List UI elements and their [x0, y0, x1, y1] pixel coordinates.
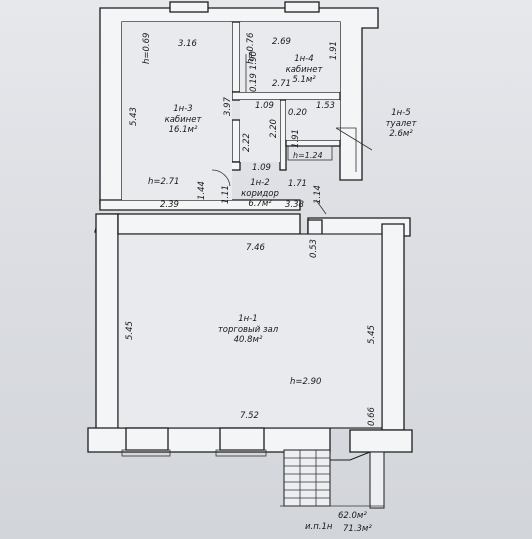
- partition-r3-r4: [231, 21, 241, 93]
- bottom-window-1: [125, 427, 169, 451]
- hall-left-wall: [95, 213, 119, 431]
- window-sill-2: [215, 449, 267, 457]
- dim-2-39: 2.39: [160, 200, 179, 210]
- bottom-window-2: [219, 427, 265, 451]
- hall-bottom-right-wall: [349, 429, 413, 453]
- total-area-1: 62.0м²: [338, 511, 367, 521]
- hall-right-wall: [381, 223, 405, 431]
- dim-2-20: 2.20: [269, 119, 279, 138]
- room-1n-2-area: 6.7м²: [248, 199, 272, 210]
- room4-floor: [240, 22, 340, 92]
- room-1n-3-area: 16.1м²: [168, 125, 198, 136]
- corridor-floor: [240, 100, 280, 162]
- dim-1-90: 1.90: [249, 51, 259, 70]
- room-1n-4-name: кабинет: [285, 64, 323, 75]
- dim-2-69: 2.69: [272, 37, 291, 47]
- height-h2: h=2.71: [148, 177, 180, 187]
- dim-7-52: 7.52: [240, 411, 259, 421]
- room-1n-1-label: 1н-1 торговый зал 40.8м²: [208, 314, 288, 346]
- dim-2-22: 2.22: [242, 133, 252, 152]
- dim-1-09b: 1.09: [252, 163, 271, 173]
- hall-floor: [117, 233, 383, 429]
- height-h1: h=2.90: [290, 377, 322, 387]
- partition-r5: [279, 99, 287, 171]
- top-window-1: [169, 1, 209, 13]
- room-1n-2-code: 1н-2: [250, 178, 270, 188]
- room-1n-1-area: 40.8м²: [233, 335, 263, 346]
- partition-corridor: [231, 119, 241, 163]
- room-1n-2-name: коридор: [241, 188, 279, 199]
- room-1n-4-area: 5.1м²: [292, 75, 316, 86]
- dim-1-71: 1.71: [288, 179, 307, 189]
- dim-1-91a: 1.91: [329, 41, 339, 60]
- room-1n-3-name: кабинет: [164, 114, 202, 125]
- height-h5: h=1.24: [293, 151, 323, 160]
- room-1n-5-name: туалет: [385, 118, 417, 129]
- window-sill-1: [121, 449, 171, 457]
- dim-2-71: 2.71: [272, 79, 291, 89]
- room-1n-5-label: 1н-5 туалет 2.6м²: [378, 108, 424, 140]
- room-1n-1-name: торговый зал: [217, 324, 279, 335]
- toilet-fixture: [336, 127, 357, 172]
- room-1n-3-label: 1н-3 кабинет 16.1м²: [148, 104, 218, 136]
- dim-5-45b: 5.45: [367, 325, 377, 344]
- entrance-stairs: [280, 449, 385, 509]
- dim-0-53: 0.53: [309, 239, 319, 258]
- dim-5-43: 5.43: [129, 107, 139, 126]
- height-h3: h=0.69: [142, 32, 152, 64]
- dim-1-91b: 1.91: [291, 129, 301, 148]
- dim-0-20: 0.20: [288, 108, 307, 118]
- top-window-2: [284, 1, 320, 13]
- dim-1-11: 1.11: [221, 185, 231, 204]
- dim-1-14: 1.14: [313, 185, 323, 204]
- shelf-box: [287, 145, 333, 161]
- dim-0-66: 0.66: [367, 407, 377, 426]
- room5-floor: [286, 100, 340, 140]
- dim-1-53: 1.53: [316, 101, 335, 111]
- hall-top-wall: [117, 213, 301, 235]
- room-1n-4-label: 1н-4 кабинет 5.1м²: [274, 54, 334, 86]
- room-1n-5-area: 2.6м²: [389, 129, 413, 140]
- dim-7-46: 7.46: [246, 243, 265, 253]
- hall-bottom-wall: [87, 427, 331, 453]
- dim-3-97: 3.97: [223, 97, 233, 116]
- room-1n-2-label: 1н-2 коридор 6.7м²: [230, 178, 290, 210]
- dim-1-09a: 1.09: [255, 101, 274, 111]
- room-1n-3-code: 1н-3: [173, 104, 193, 114]
- total-area-2: 71.3м²: [343, 524, 372, 534]
- dim-3-38: 3.38: [285, 200, 304, 210]
- dim-0-19: 0.19: [249, 73, 259, 92]
- door-swing-2: [315, 199, 327, 215]
- unit-label: и.п.1н: [305, 522, 333, 532]
- room-1n-1-code: 1н-1: [238, 314, 258, 324]
- partition-r4-corridor: [231, 91, 341, 101]
- door-swing-1: [211, 169, 231, 187]
- dim-3-16: 3.16: [178, 39, 197, 49]
- room-1n-4-code: 1н-4: [294, 54, 314, 64]
- upper-bottom-wall: [99, 199, 301, 211]
- dim-1-44: 1.44: [197, 181, 207, 200]
- room-1n-5-code: 1н-5: [391, 108, 411, 118]
- dim-5-45a: 5.45: [125, 321, 135, 340]
- leader-line-r5: [335, 127, 373, 151]
